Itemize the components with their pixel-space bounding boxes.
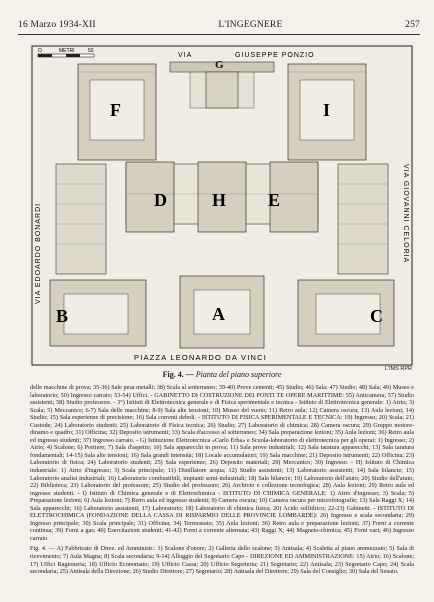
block-label-f: F: [110, 100, 121, 120]
floor-plan-drawing: O METRI 50 VIA GIUSEPPE PONZIO VIA EDOAR…: [30, 44, 414, 367]
scale-units: METRI: [59, 48, 75, 54]
header-journal: L'INGEGNERE: [218, 20, 283, 30]
legend-text: delle macchine di prova; 35-36) Sale pes…: [30, 384, 414, 576]
block-label-e: E: [268, 190, 280, 210]
street-label-top-via: VIA: [178, 52, 192, 59]
block-f: F: [77, 63, 157, 161]
block-i: I: [287, 63, 367, 161]
block-label-a: A: [212, 304, 225, 324]
scale-end: 50: [88, 48, 94, 54]
floor-plan-figure: O METRI 50 VIA GIUSEPPE PONZIO VIA EDOAR…: [30, 44, 414, 367]
block-d: D: [125, 161, 175, 233]
scale-bar: O METRI 50: [37, 48, 95, 58]
block-e: E: [268, 161, 319, 233]
block-label-i: I: [323, 100, 330, 120]
street-label-left: VIA EDOARDO BONARDI: [35, 203, 42, 304]
block-label-c: C: [370, 306, 383, 326]
header-rule: [18, 34, 420, 35]
block-label-b: B: [56, 306, 68, 326]
street-label-right: VIA GIOVANNI CELORIA: [402, 164, 409, 263]
running-header: 16 Marzo 1934-XII L'INGEGNERE 257: [18, 20, 420, 34]
block-h: H: [197, 161, 247, 233]
block-label-h: H: [212, 190, 226, 210]
figure-caption: Fig. 4. — Pianta del piano superiore: [30, 370, 414, 382]
block-g: G: [169, 59, 275, 109]
block-label-d: D: [154, 190, 167, 210]
block-a: A: [179, 275, 265, 349]
figure-caption-text: Pianta del piano superiore: [195, 370, 282, 379]
scale-zero: O: [38, 48, 42, 54]
block-b: B: [49, 279, 147, 347]
header-page-number: 257: [405, 20, 420, 30]
figure-caption-label: Fig. 4. —: [162, 370, 194, 379]
street-label-top: GIUSEPPE PONZIO: [235, 52, 315, 59]
header-date: 16 Marzo 1934-XII: [18, 20, 96, 30]
street-label-bottom: PIAZZA LEONARDO DA VINCI: [134, 353, 267, 362]
legend-paragraph-2: Fig. 4. — A) Fabbricato di Direz. ed Amm…: [30, 545, 414, 576]
figure-credit: L'IMS RPR: [384, 366, 412, 372]
block-c: C: [297, 279, 395, 347]
legend-paragraph-1: delle macchine di prova; 35-36) Sale pes…: [30, 384, 414, 542]
block-label-g: G: [215, 59, 224, 71]
